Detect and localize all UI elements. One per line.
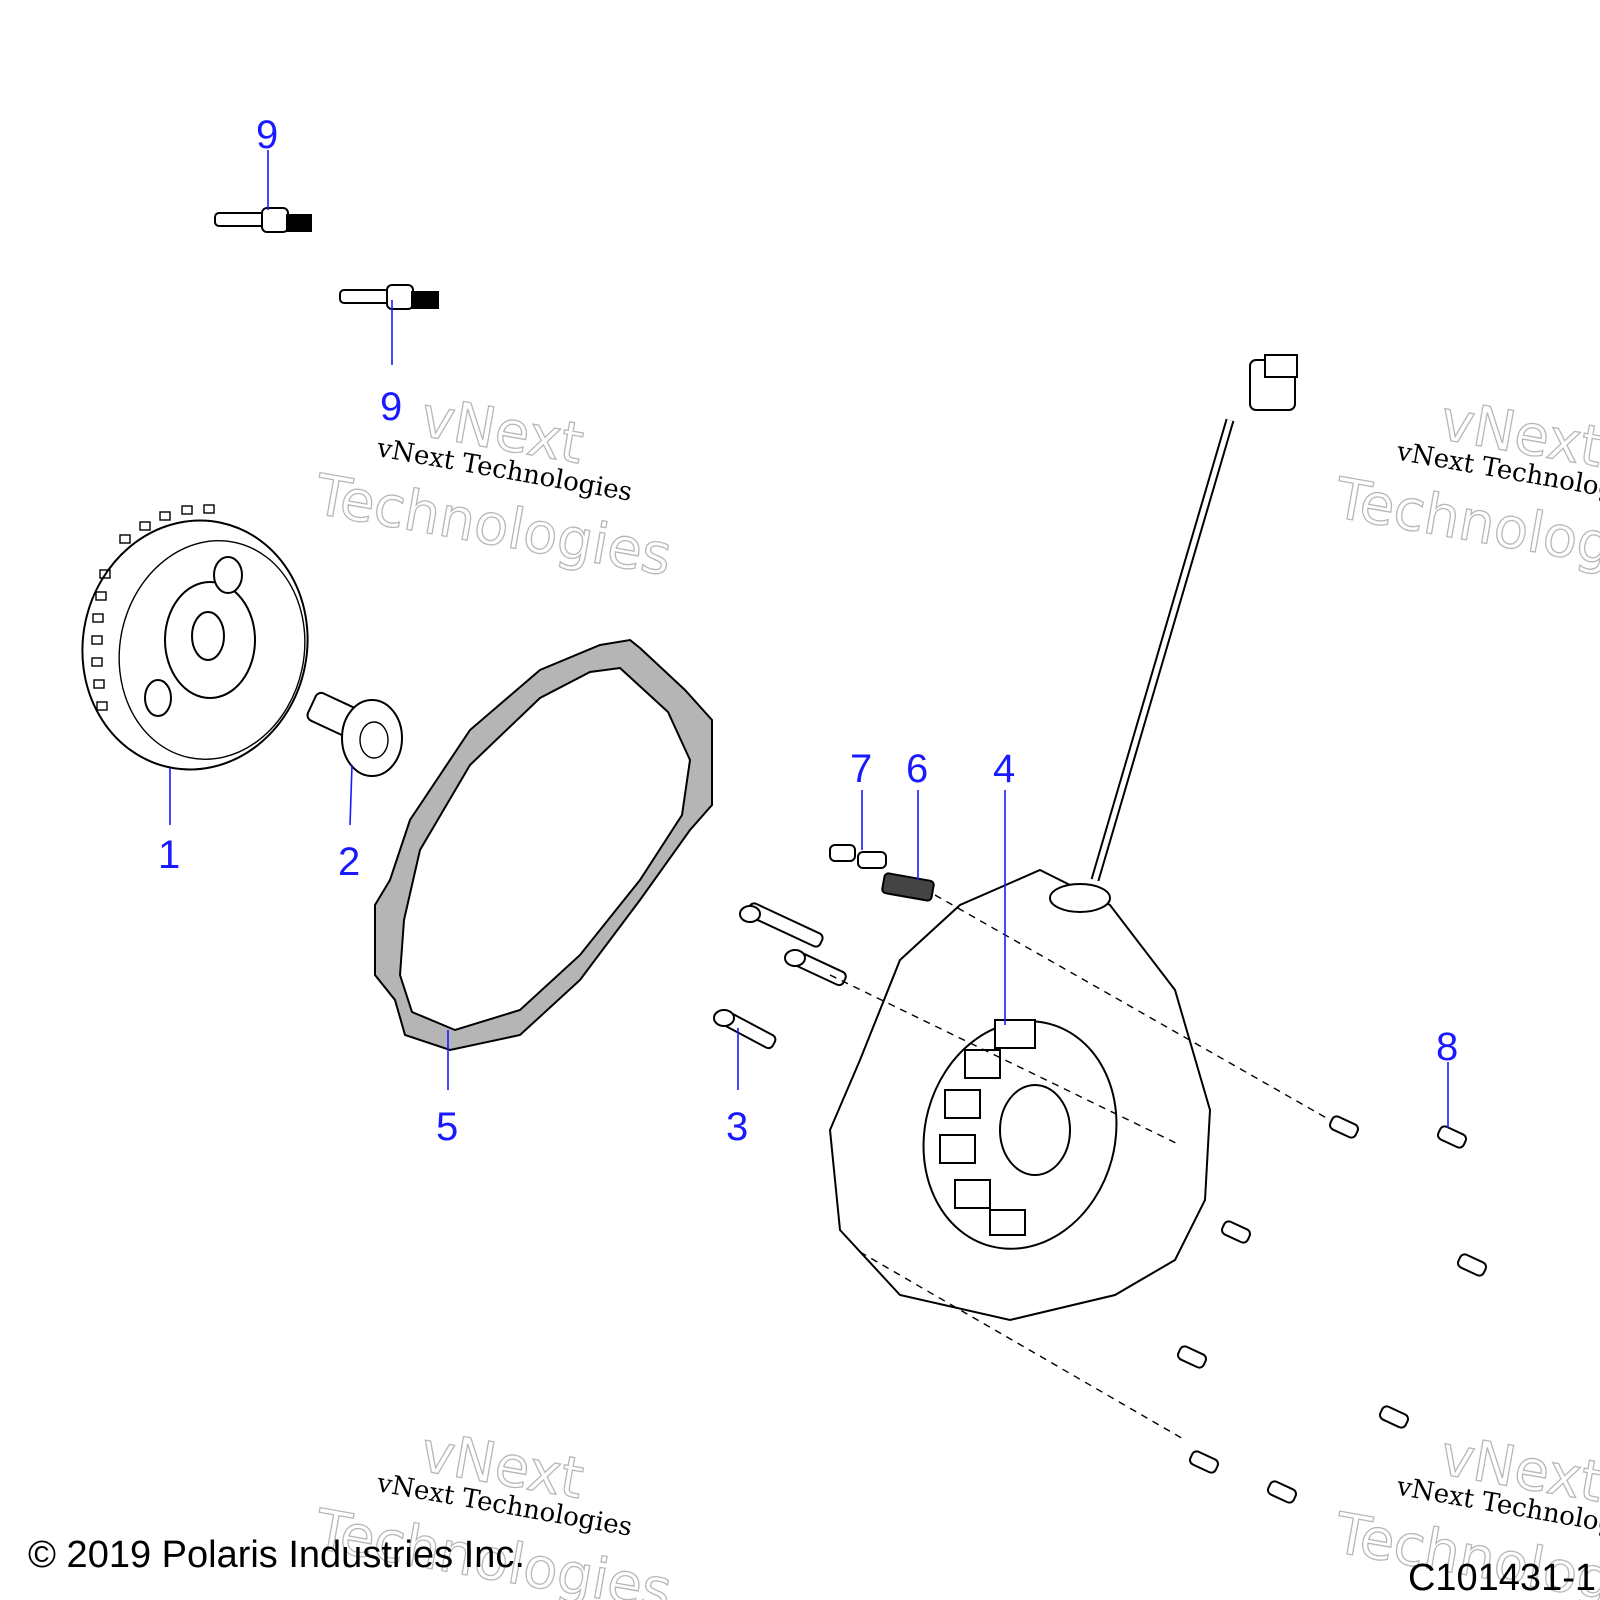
flywheel xyxy=(81,504,309,771)
wire-harness xyxy=(1049,354,1298,913)
screw-7 xyxy=(829,844,887,869)
callout-5: 5 xyxy=(436,1105,458,1149)
copyright-text: © 2019 Polaris Industries Inc. xyxy=(28,1534,525,1576)
alignment-line xyxy=(859,1251,1186,1441)
watermark-top-left: vNext Technologies vNext Technologies xyxy=(309,384,677,590)
callout-3: 3 xyxy=(726,1105,748,1149)
bolt-3-long-b xyxy=(784,949,847,987)
leader-2 xyxy=(349,764,353,826)
callout-8: 8 xyxy=(1436,1025,1458,1069)
cover-bolts-8 xyxy=(1176,1115,1488,1504)
callout-6: 6 xyxy=(906,747,928,791)
diagram-code: C101431-1 xyxy=(1408,1557,1596,1599)
stud-upper xyxy=(214,207,312,233)
stator xyxy=(922,1019,1118,1250)
bolt-3-long-a xyxy=(739,902,824,948)
watermark-top-right: vNext Technologies vNext Technologies xyxy=(1329,388,1600,594)
callout-2: 2 xyxy=(338,840,360,884)
callout-9-lower: 9 xyxy=(380,385,402,429)
bolt-3-short xyxy=(713,1009,777,1050)
callout-7: 7 xyxy=(850,747,872,791)
gasket xyxy=(374,638,713,1052)
drive-gear xyxy=(306,691,403,777)
stud-lower xyxy=(339,284,439,310)
callout-4: 4 xyxy=(993,747,1015,791)
callout-1: 1 xyxy=(158,833,180,877)
callout-9-upper: 9 xyxy=(256,113,278,157)
alignment-line xyxy=(934,894,1331,1121)
grommet-plate-6 xyxy=(881,872,935,902)
